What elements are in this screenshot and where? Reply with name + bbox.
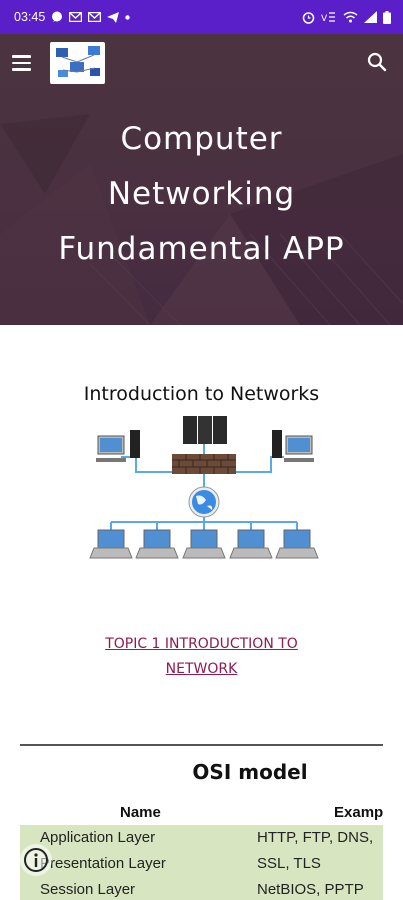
search-icon (367, 52, 387, 72)
search-button[interactable] (365, 50, 389, 74)
menu-button[interactable] (12, 50, 38, 76)
layer-example: SSL, TLS (257, 855, 321, 872)
dot-icon (125, 14, 130, 20)
layer-name: Application Layer (40, 829, 156, 846)
gmail-icon (88, 12, 102, 22)
alarm-icon (302, 11, 315, 24)
app-logo[interactable] (50, 42, 105, 84)
gmail-icon (69, 12, 83, 22)
layer-name: Presentation Layer (40, 855, 166, 872)
message-icon (52, 11, 63, 22)
app-title-line: Fundamental APP (58, 231, 345, 267)
osi-table-header: Name Examp (20, 801, 383, 825)
topic-link-line: NETWORK (165, 661, 238, 677)
hamburger-icon-bar (12, 61, 31, 65)
table-row: Presentation Layer SSL, TLS (20, 851, 383, 877)
column-header-example: Examp (334, 804, 383, 821)
app-title-line: Networking (107, 176, 296, 212)
hero-background-pattern (0, 114, 403, 325)
section-divider (20, 744, 383, 746)
signal-icon (364, 11, 377, 23)
osi-title: OSI model (192, 760, 308, 784)
status-bar: 03:45 V (0, 0, 403, 34)
osi-table[interactable]: Name Examp Application Layer HTTP, FTP, … (20, 801, 383, 900)
battery-icon (383, 10, 391, 24)
topic-1-link[interactable]: TOPIC 1 INTRODUCTION TO NETWORK (0, 632, 403, 682)
layer-example: NetBIOS, PPTP (257, 881, 364, 898)
volte-icon: V (321, 12, 335, 23)
app-title: Computer Networking Fundamental APP (0, 112, 403, 277)
topic-link-line: TOPIC 1 INTRODUCTION TO (105, 636, 298, 652)
info-icon (24, 848, 48, 872)
layer-name: Session Layer (40, 881, 136, 898)
table-row: Session Layer NetBIOS, PPTP (20, 877, 383, 900)
info-button[interactable] (20, 844, 52, 876)
hero-header: Computer Networking Fundamental APP (0, 34, 403, 325)
network-diagram-image (89, 416, 319, 559)
hamburger-icon-bar (12, 68, 31, 71)
table-row: Application Layer HTTP, FTP, DNS, (20, 825, 383, 851)
network-logo-icon (56, 46, 100, 77)
layer-example: HTTP, FTP, DNS, (257, 829, 374, 846)
status-time: 03:45 (14, 10, 46, 24)
intro-heading: Introduction to Networks (83, 383, 320, 405)
app-title-line: Computer (120, 121, 283, 157)
hamburger-icon-bar (12, 55, 31, 58)
telegram-icon (107, 11, 120, 23)
column-header-name: Name (120, 804, 161, 821)
svg-text:V: V (321, 14, 328, 23)
wifi-icon (343, 11, 358, 23)
